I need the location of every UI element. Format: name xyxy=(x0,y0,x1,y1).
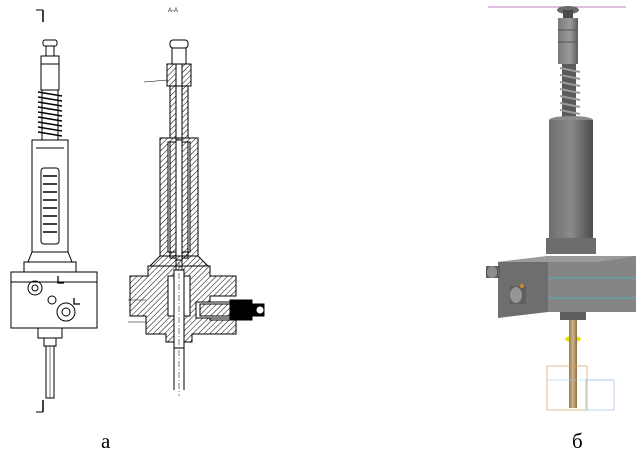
section-label: A-A xyxy=(168,8,179,14)
caption-a: а xyxy=(101,429,111,453)
caption-b: б xyxy=(572,429,583,453)
exterior-view-drawing xyxy=(10,9,98,413)
rod xyxy=(569,320,577,408)
valve-3d-model xyxy=(486,6,636,411)
section-view-drawing xyxy=(128,39,265,396)
